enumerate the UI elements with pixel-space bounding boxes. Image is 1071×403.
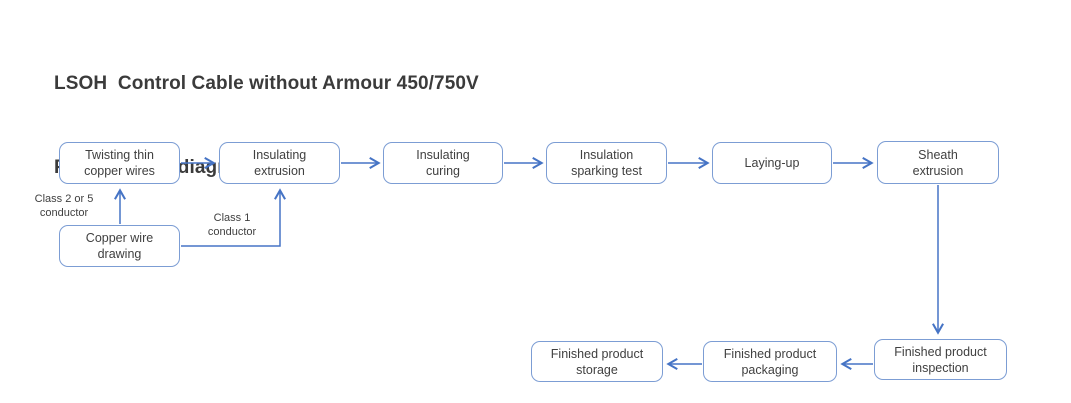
label-class-2-or-5-conductor: Class 2 or 5 conductor	[34, 193, 94, 219]
node-finished-product-storage: Finished product storage	[531, 341, 663, 382]
node-insulating-curing: Insulating curing	[383, 142, 503, 184]
node-twisting-thin-copper-wires: Twisting thin copper wires	[59, 142, 180, 184]
node-finished-product-packaging: Finished product packaging	[703, 341, 837, 382]
title-line-1: LSOH Control Cable without Armour 450/75…	[54, 73, 479, 94]
node-insulating-extrusion: Insulating extrusion	[219, 142, 340, 184]
label-class-1-conductor: Class 1 conductor	[207, 212, 257, 238]
node-laying-up: Laying-up	[712, 142, 832, 184]
node-sheath-extrusion: Sheath extrusion	[877, 141, 999, 184]
node-finished-product-inspection: Finished product inspection	[874, 339, 1007, 380]
edge-copper-drawing-to-insulating-extrusion	[181, 188, 286, 247]
node-insulation-sparking-test: Insulation sparking test	[546, 142, 667, 184]
node-copper-wire-drawing: Copper wire drawing	[59, 225, 180, 267]
